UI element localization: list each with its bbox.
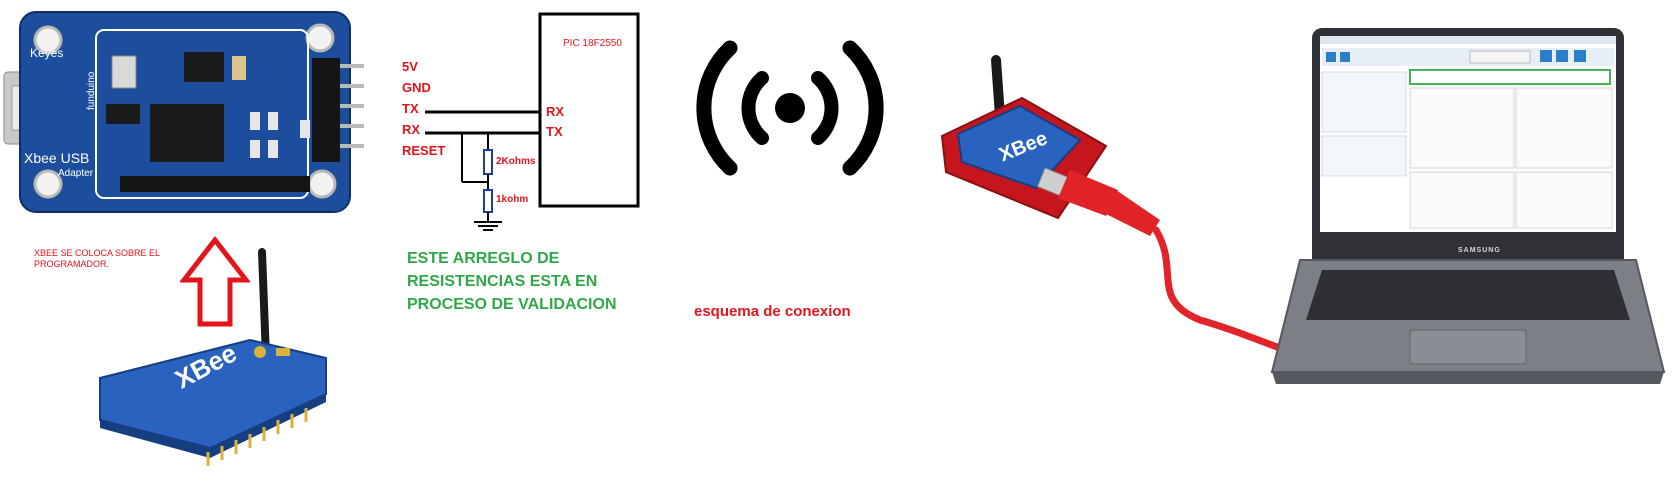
pic-box: [538, 12, 640, 208]
resistor-1k: [483, 189, 493, 213]
wiring-schematic: [425, 12, 640, 231]
adapter-name-line1: Xbee USB: [24, 150, 90, 166]
adapter-brand-keyes: Keyes: [30, 46, 64, 60]
resistor-label-2k: 2Kohms: [496, 156, 536, 167]
pin-label-gnd: GND: [402, 80, 431, 95]
note-resistor-line2: RESISTENCIAS ESTA EN: [407, 273, 598, 290]
note-resistor-line1: ESTE ARREGLO DE: [407, 250, 560, 267]
pic-pin-rx: RX: [546, 104, 565, 119]
resistor-2k: [483, 149, 493, 175]
pin-label-tx: TX: [402, 101, 419, 116]
xbee-module-left: [99, 248, 327, 466]
laptop: [1270, 28, 1666, 384]
note-xbee-mount: XBEE SE COLOCA SOBRE EL PROGRAMADOR.: [34, 248, 160, 269]
xbee-explorer-module: [940, 55, 1160, 236]
laptop-brand: SAMSUNG: [1458, 247, 1501, 254]
usb-cable: [1152, 226, 1284, 352]
ground-symbol: [474, 221, 502, 231]
xbee-usb-adapter-board: [3, 11, 364, 213]
diagram-caption: esquema de conexion: [694, 303, 851, 320]
pin-label-rx: RX: [402, 122, 421, 137]
wireless-signal-icon: [696, 40, 884, 176]
pin-label-reset: RESET: [402, 143, 446, 158]
adapter-name-line2: Adapter: [58, 168, 94, 179]
pic-label: PIC 18F2550: [563, 38, 622, 49]
note-resistor-line3: PROCESO DE VALIDACION: [407, 296, 617, 313]
up-arrow-icon: [180, 236, 250, 327]
resistor-label-1k: 1kohm: [496, 194, 529, 205]
pin-label-5v: 5V: [402, 59, 418, 74]
pic-pin-tx: TX: [546, 124, 563, 139]
